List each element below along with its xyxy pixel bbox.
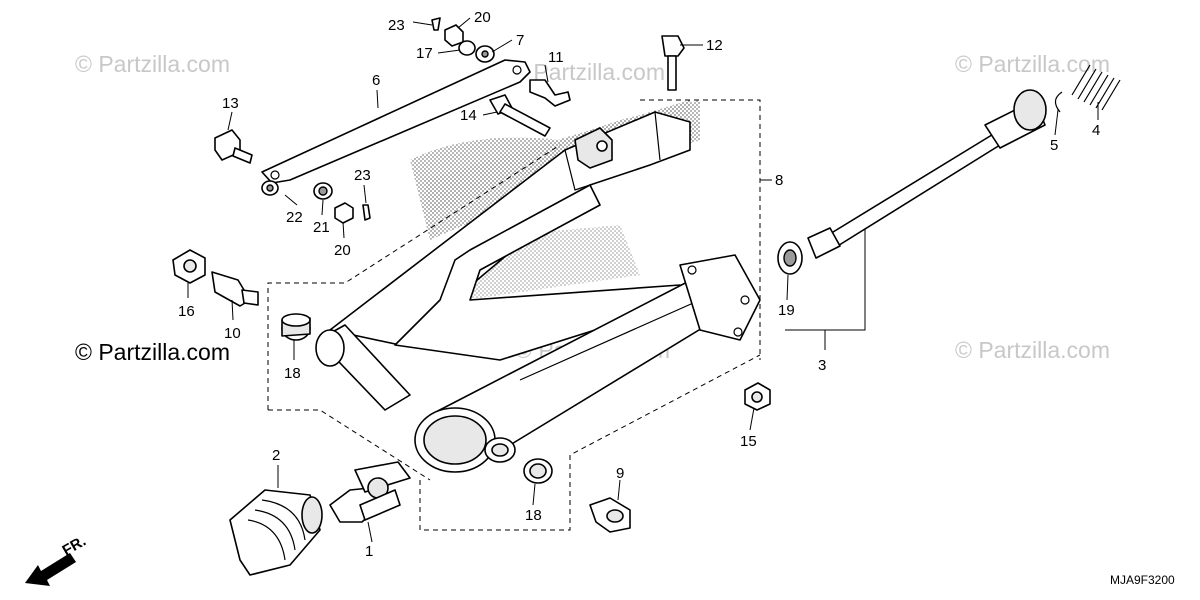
callout-23-mid: 23 — [354, 167, 371, 184]
callout-3: 3 — [818, 357, 826, 374]
callout-18-upper: 18 — [284, 365, 301, 382]
callout-22: 22 — [286, 209, 303, 226]
callout-18-lower: 18 — [525, 507, 542, 524]
leader-lines — [187, 17, 1099, 543]
front-direction-arrow: FR. — [25, 533, 89, 586]
diagram-code: MJA9F3200 — [1110, 573, 1175, 587]
callout-1: 1 — [365, 543, 373, 560]
callout-11: 11 — [548, 49, 564, 66]
part-1-universal-joint — [329, 461, 411, 523]
callout-7: 7 — [516, 32, 524, 49]
callout-5: 5 — [1050, 137, 1058, 154]
callout-6: 6 — [372, 72, 380, 89]
watermark-mid-right: © Partzilla.com — [955, 337, 1110, 363]
callout-19: 19 — [778, 302, 795, 319]
front-arrow-icon — [25, 553, 76, 586]
callout-8: 8 — [775, 172, 783, 189]
callout-13: 13 — [222, 95, 239, 112]
front-label: FR. — [60, 533, 89, 560]
part-3-drive-shaft — [807, 89, 1047, 259]
callout-16: 16 — [178, 303, 195, 320]
hardware-parts — [172, 17, 1121, 533]
callout-21: 21 — [313, 219, 330, 236]
swingarm — [315, 111, 761, 473]
watermark-top-right: © Partzilla.com — [955, 51, 1110, 77]
callout-14: 14 — [460, 107, 477, 124]
group-outline-driveshaft — [785, 225, 866, 350]
callout-10: 10 — [224, 325, 241, 342]
part-2-boot — [229, 489, 323, 576]
callout-20-top: 20 — [474, 9, 491, 26]
callout-4: 4 — [1092, 122, 1100, 139]
callout-12: 12 — [706, 37, 723, 54]
callout-23-top: 23 — [388, 17, 405, 34]
callout-17: 17 — [416, 45, 433, 62]
callout-2: 2 — [272, 447, 280, 464]
callout-20-mid: 20 — [334, 242, 351, 259]
watermark-main: © Partzilla.com — [75, 339, 230, 365]
callout-15: 15 — [740, 433, 757, 450]
watermark-top-left: © Partzilla.com — [75, 51, 230, 77]
callouts: 23 20 17 7 11 12 6 13 14 22 21 20 23 8 4… — [178, 9, 1100, 560]
callout-9: 9 — [616, 465, 624, 482]
group-outline-swingarm — [267, 99, 772, 531]
